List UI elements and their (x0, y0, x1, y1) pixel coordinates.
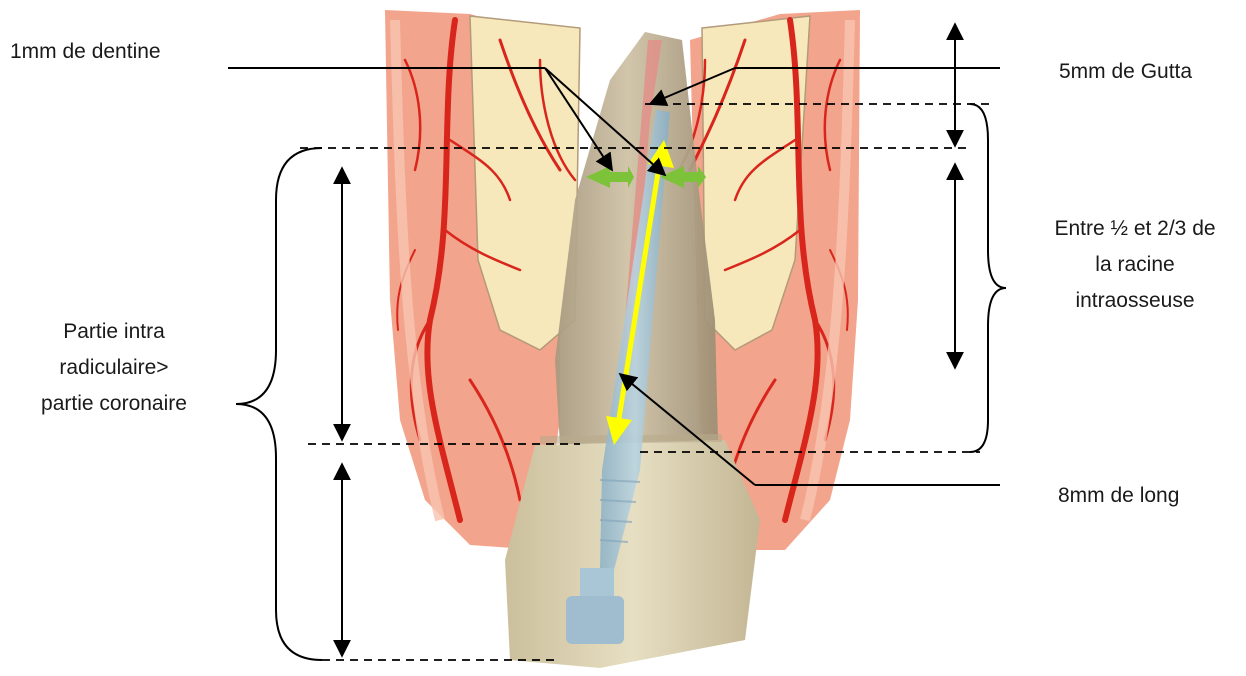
label-racine-intraosseuse: Entre ½ et 2/3 de la racine intraosseuse (1024, 211, 1246, 319)
left-brace (236, 148, 322, 660)
label-partie-line-3: partie coronaire (0, 386, 228, 422)
label-5mm-gutta: 5mm de Gutta (1059, 54, 1192, 90)
label-8mm-long: 8mm de long (1058, 478, 1179, 514)
label-racine-line-1: Entre ½ et 2/3 de (1024, 211, 1246, 247)
label-partie-intra-radiculaire: Partie intra radiculaire> partie coronai… (0, 314, 228, 422)
label-racine-line-2: la racine (1024, 247, 1246, 283)
label-racine-line-3: intraosseuse (1024, 283, 1246, 319)
label-partie-line-2: radiculaire> (0, 350, 228, 386)
label-partie-line-1: Partie intra (0, 314, 228, 350)
label-1mm-dentine: 1mm de dentine (10, 34, 161, 70)
right-brace (970, 104, 1006, 452)
